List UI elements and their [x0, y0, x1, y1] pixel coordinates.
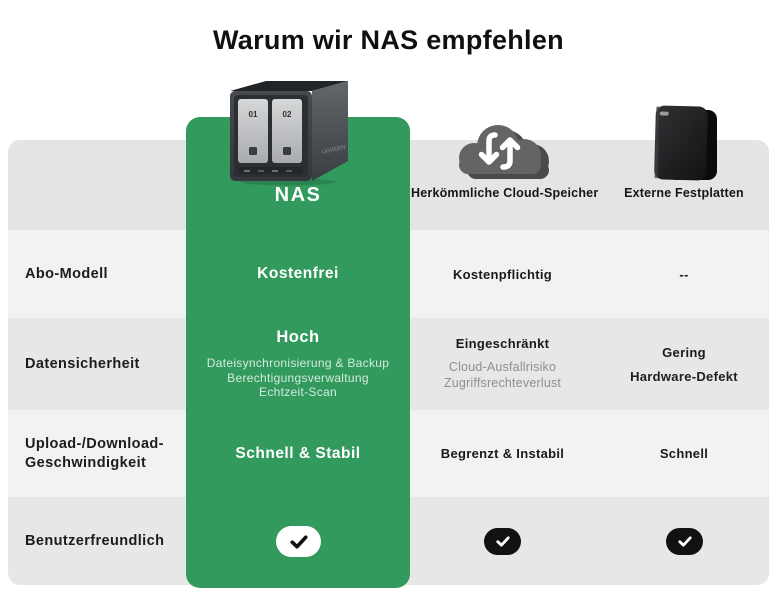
- cell-value: Eingeschränkt: [455, 336, 550, 352]
- cell-subtext: Hardware-Defekt: [630, 368, 738, 384]
- cell-nas-geschwindigkeit: Schnell & Stabil: [186, 410, 410, 497]
- check-icon: [289, 534, 308, 549]
- check-icon: [495, 536, 510, 547]
- cell-value: Schnell: [659, 446, 709, 461]
- column-header-nas: NAS: [274, 184, 322, 206]
- row-label-abo-modell: Abo-Modell: [25, 265, 108, 282]
- check-icon: [677, 536, 692, 547]
- nas-device-icon: 01 02 UGREEN: [230, 81, 348, 186]
- drive-bay-2-label: 02: [283, 110, 292, 119]
- cell-value: --: [679, 266, 689, 282]
- cell-subtext: Dateisynchronisierung & Backup: [206, 355, 390, 370]
- cell-nas-datensicherheit: Hoch Dateisynchronisierung & Backup Bere…: [186, 318, 410, 410]
- row-label-upload-download-geschwindigkeit: Upload-/Download- Geschwindigkeit: [25, 435, 164, 471]
- cell-hdd-abo-modell: --: [597, 230, 771, 318]
- upload-arrow-icon: [500, 138, 513, 170]
- cell-value: Schnell & Stabil: [235, 444, 361, 462]
- cell-subtext: Berechtigungsverwaltung: [227, 370, 369, 385]
- cell-hdd-geschwindigkeit: Schnell: [597, 410, 771, 497]
- cloud-sync-icon: [459, 125, 549, 179]
- cell-subtext: Echtzeit-Scan: [259, 385, 337, 400]
- cell-subtext: Zugriffsrechteverlust: [443, 376, 562, 390]
- cell-value: Begrenzt & Instabil: [440, 446, 565, 461]
- cell-value: Kostenfrei: [257, 265, 339, 282]
- cell-value: Hoch: [276, 327, 320, 346]
- row-label-benutzerfreundlich: Benutzerfreundlich: [25, 532, 165, 549]
- column-header-external-drives: Externe Festplatten: [624, 186, 744, 200]
- cell-value: Gering: [662, 344, 706, 360]
- column-header-cloud: Herkömmliche Cloud-Speicher: [411, 186, 599, 200]
- row-label-datensicherheit: Datensicherheit: [25, 355, 140, 372]
- check-badge-cloud: [484, 528, 521, 555]
- cell-subtext: Cloud-Ausfallrisiko: [448, 360, 557, 375]
- drive-bay-1-label: 01: [249, 110, 258, 119]
- download-arrow-icon: [486, 132, 498, 164]
- cell-hdd-datensicherheit: Gering Hardware-Defekt: [597, 318, 771, 410]
- external-drive-icon: [654, 105, 717, 181]
- cell-value: Kostenpflichtig: [452, 266, 553, 282]
- page-title: Warum wir NAS empfehlen: [213, 25, 564, 55]
- cell-cloud-abo-modell: Kostenpflichtig: [411, 230, 594, 318]
- cell-nas-abo-modell: Kostenfrei: [186, 230, 410, 318]
- nas-column-panel: [186, 117, 410, 588]
- cell-cloud-geschwindigkeit: Begrenzt & Instabil: [411, 410, 594, 497]
- check-badge-hdd: [666, 528, 703, 555]
- cell-cloud-datensicherheit: Eingeschränkt Cloud-Ausfallrisiko Zugrif…: [411, 318, 594, 410]
- check-badge-nas: [276, 526, 321, 557]
- nas-brand-label: UGREEN: [322, 144, 346, 155]
